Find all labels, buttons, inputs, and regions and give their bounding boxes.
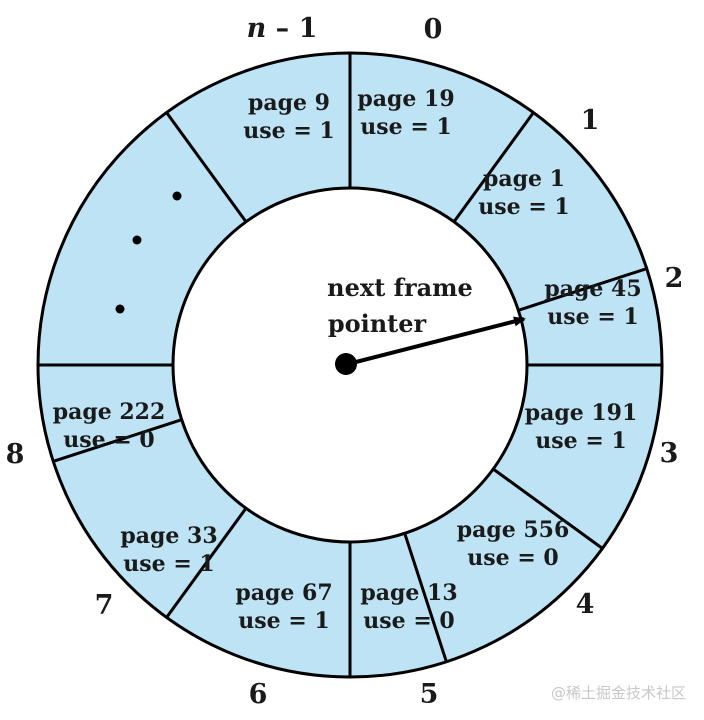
frame-divider-4 <box>492 467 605 551</box>
frame-index-3: 3 <box>660 438 679 469</box>
frame-page-label: page 191 <box>525 400 638 426</box>
frame-index-8: 8 <box>6 439 25 470</box>
frame-index-4: 4 <box>576 589 595 620</box>
frame-page-label: page 13 <box>360 580 457 606</box>
frame-page-label: page 33 <box>120 523 217 549</box>
frame-index-0: 0 <box>424 14 443 45</box>
frame-index-1: 1 <box>581 105 600 136</box>
frame-use-bit: use = 1 <box>123 551 214 577</box>
ellipsis-dot-1 <box>132 235 142 245</box>
frame-page-label: page 9 <box>248 90 330 116</box>
frame-divider-7 <box>164 507 248 620</box>
watermark: @稀土掘金技术社区 <box>551 684 686 702</box>
frame-use-bit: use = 1 <box>238 608 329 634</box>
frame-divider-10 <box>164 110 248 223</box>
frame-page-label: page 67 <box>235 580 332 606</box>
frame-index-last-rest: – 1 <box>266 13 317 44</box>
frame-use-bit: use = 0 <box>467 545 558 571</box>
frame-index-labels: 0 1 2 3 4 5 6 7 8 <box>6 14 684 710</box>
frame-page-label: page 1 <box>483 166 565 192</box>
frame-divider-5 <box>403 532 449 664</box>
frame-use-bit: use = 1 <box>535 428 626 454</box>
frame-page-label: page 222 <box>53 399 166 425</box>
frame-divider-8 <box>51 418 183 464</box>
frame-index-last-n: n <box>247 13 267 44</box>
frame-index-6: 6 <box>249 679 268 710</box>
frame-use-bit: use = 1 <box>360 114 451 140</box>
pointer-label-line1: next frame <box>327 273 473 302</box>
frame-divider-2 <box>517 266 649 312</box>
ellipsis-dot-2 <box>115 304 125 314</box>
frame-page-label: page 556 <box>457 517 570 543</box>
frame-use-bit: use = 1 <box>547 304 638 330</box>
ellipsis-dot-0 <box>172 191 182 201</box>
frame-page-label: page 19 <box>357 86 454 112</box>
frame-use-bit: use = 0 <box>363 608 454 634</box>
frame-use-bit: use = 1 <box>478 194 569 220</box>
frame-index-5: 5 <box>420 679 439 710</box>
next-frame-pointer-arrow <box>347 316 526 366</box>
frame-index-7: 7 <box>95 590 114 621</box>
frame-use-bit: use = 0 <box>63 427 154 453</box>
ellipsis-dots <box>115 191 182 314</box>
frame-dividers <box>37 52 663 678</box>
pointer-pivot-dot <box>335 353 357 375</box>
pointer-label-line2: pointer <box>328 309 427 338</box>
frame-index-2: 2 <box>665 263 684 294</box>
frame-use-bit: use = 1 <box>243 118 334 144</box>
frame-divider-1 <box>452 110 536 223</box>
frame-index-last: n – 1 <box>247 13 318 44</box>
frame-page-label: page 45 <box>544 276 641 302</box>
